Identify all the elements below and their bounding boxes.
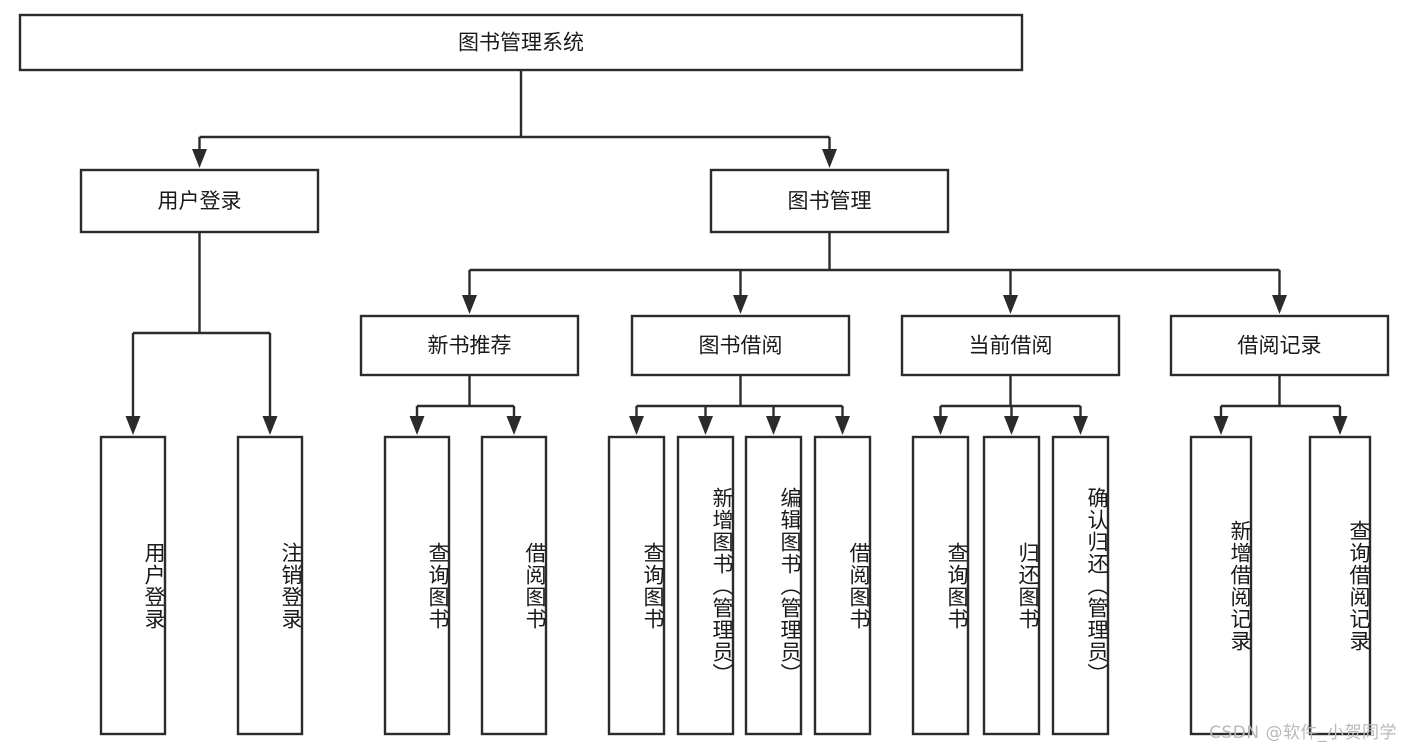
node-label-book-borrow: 图书借阅 [699, 334, 783, 358]
connector-arrowhead-icon [125, 416, 141, 435]
connector-arrowhead-icon [1003, 295, 1018, 314]
node-box-current-borrow[interactable] [900, 314, 1121, 377]
node-box-leaf-edit-book[interactable] [744, 435, 803, 736]
connector-arrowhead-icon [262, 416, 278, 435]
node-label-borrow-record: 借阅记录 [1238, 334, 1322, 358]
node-box-leaf-query-borrow-record[interactable] [1308, 435, 1372, 736]
connector-arrowhead-icon [1332, 416, 1348, 435]
node-box-leaf-add-book[interactable] [676, 435, 735, 736]
watermark-text: CSDN @软件_小贺同学 [1209, 723, 1397, 743]
connector-arrowhead-icon [698, 416, 713, 435]
node-box-root[interactable] [18, 13, 1024, 72]
connector-arrowhead-icon [1272, 295, 1287, 314]
connector-arrowhead-icon [192, 149, 207, 168]
node-box-book-management[interactable] [709, 168, 950, 234]
node-label-current-borrow: 当前借阅 [969, 334, 1053, 358]
node-box-leaf-add-borrow-record[interactable] [1189, 435, 1253, 736]
connector-arrowhead-icon [462, 295, 477, 314]
node-box-leaf-borrow-book-2[interactable] [813, 435, 872, 736]
connector-arrowhead-icon [629, 416, 644, 435]
node-box-book-borrow[interactable] [630, 314, 851, 377]
connector-arrowhead-icon [733, 295, 748, 314]
connectors-layer [125, 70, 1348, 435]
node-box-leaf-query-book-1[interactable] [383, 435, 451, 736]
boxes-layer [18, 13, 1390, 736]
node-box-leaf-query-book-3[interactable] [911, 435, 970, 736]
node-box-leaf-return-book[interactable] [982, 435, 1041, 736]
connector-arrowhead-icon [1004, 416, 1019, 435]
connector-arrowhead-icon [506, 416, 522, 435]
node-box-leaf-user-login[interactable] [99, 435, 167, 736]
node-label-root: 图书管理系统 [458, 31, 584, 55]
node-box-leaf-borrow-book-1[interactable] [480, 435, 548, 736]
node-box-leaf-confirm-return[interactable] [1051, 435, 1110, 736]
node-box-new-book-recommend[interactable] [359, 314, 580, 377]
node-box-leaf-user-logout[interactable] [236, 435, 304, 736]
connector-arrowhead-icon [1213, 416, 1229, 435]
node-label-book-management: 图书管理 [788, 189, 872, 213]
node-box-user-login[interactable] [79, 168, 320, 234]
connector-arrowhead-icon [822, 149, 837, 168]
connector-arrowhead-icon [766, 416, 781, 435]
connector-arrowhead-icon [933, 416, 948, 435]
connector-arrowhead-icon [835, 416, 850, 435]
node-box-borrow-record[interactable] [1169, 314, 1390, 377]
node-label-new-book-recommend: 新书推荐 [428, 334, 512, 358]
connector-arrowhead-icon [1073, 416, 1088, 435]
connector-arrowhead-icon [409, 416, 425, 435]
node-box-leaf-query-book-2[interactable] [607, 435, 666, 736]
node-label-user-login: 用户登录 [158, 189, 242, 213]
